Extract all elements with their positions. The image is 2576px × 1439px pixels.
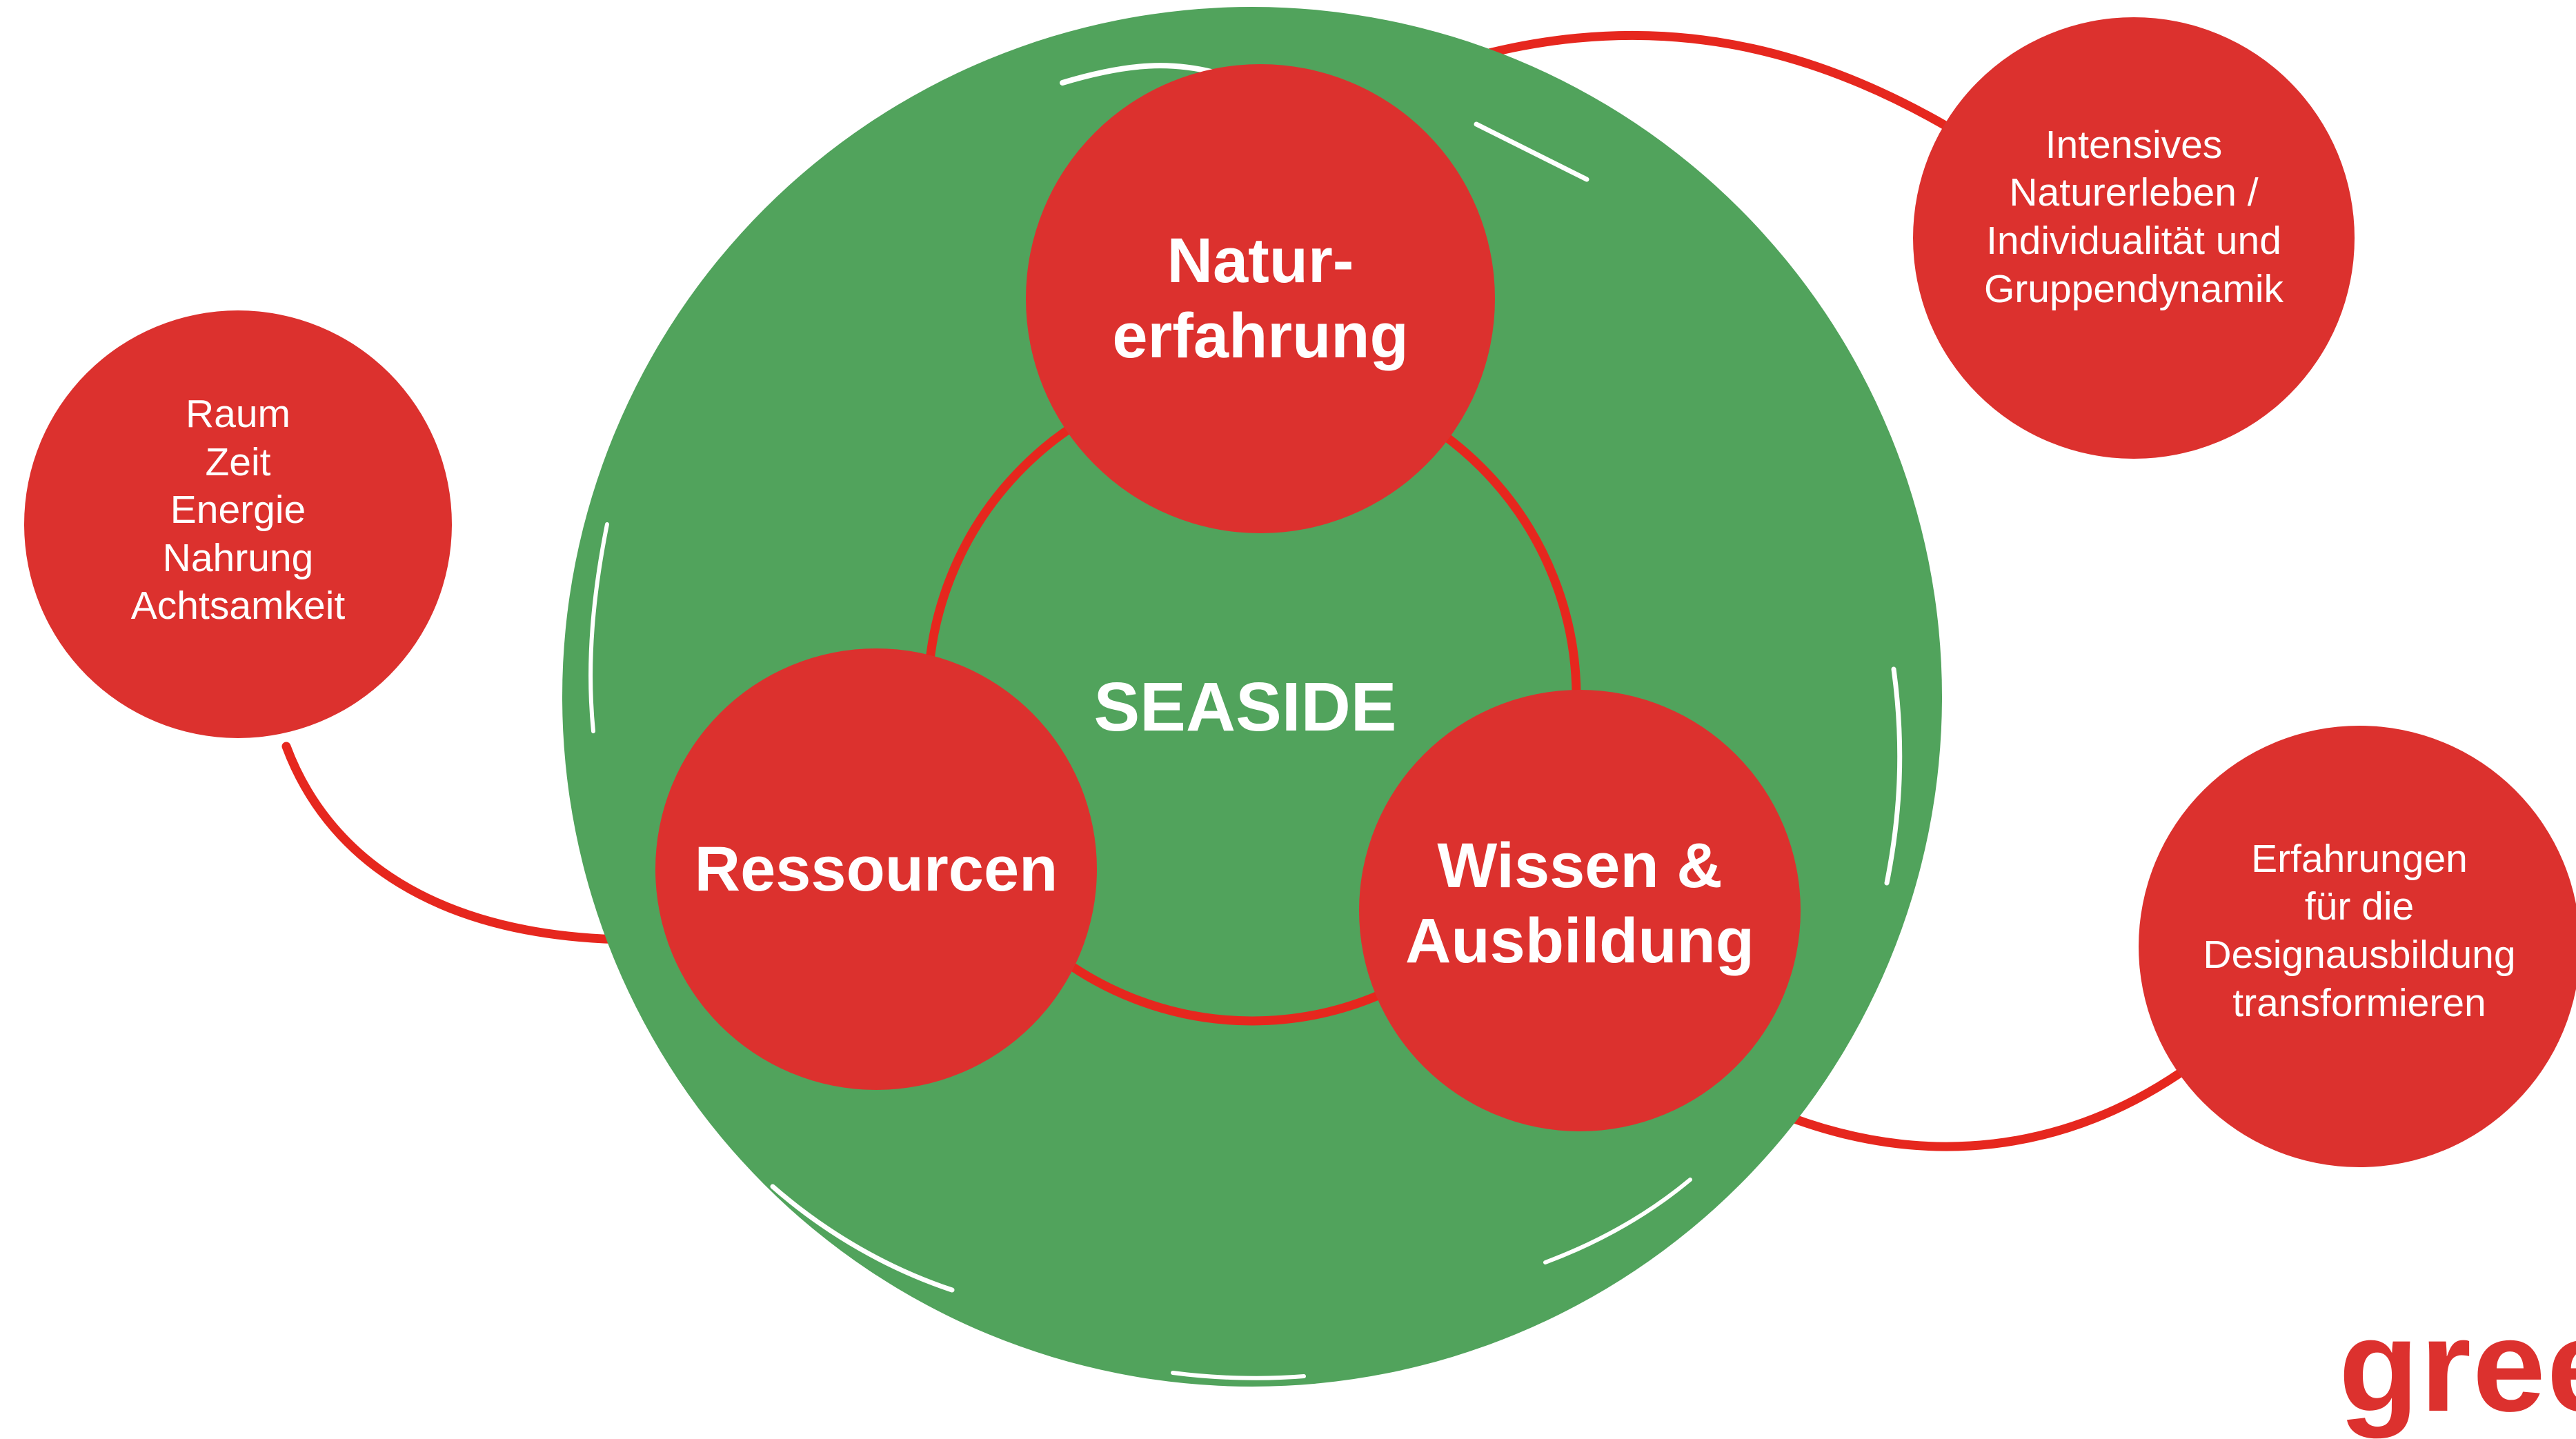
label-erfahrungen-line-3: Designausbildung <box>2203 933 2516 977</box>
label-wissen: Wissen & Ausbildung <box>1373 800 1787 1007</box>
label-raum: Raum Zeit Energie Nahrung Achtsamkeit <box>52 386 424 635</box>
label-raum-line-1: Raum <box>185 392 291 437</box>
connector-intensives <box>1451 30 1954 132</box>
label-raum-line-3: Energie <box>170 488 306 533</box>
node-raum <box>24 310 452 738</box>
center-label-text: SEASIDE <box>1093 668 1397 746</box>
label-erfahrungen: Erfahrungen für die Designausbildung tra… <box>2166 821 2553 1042</box>
label-naturerfahrung: Natur- erfahrung <box>1053 195 1467 402</box>
node-erfahrungen <box>2139 726 2576 1167</box>
label-intensives: Intensives Naturerleben / Individualität… <box>1941 107 2327 328</box>
label-intensives-line-1: Intensives <box>2045 122 2223 167</box>
diagram-graphics <box>24 7 2576 1387</box>
connector-raum <box>281 742 664 944</box>
label-intensives-line-4: Gruppendynamik <box>1983 266 2284 311</box>
label-ressourcen-line-1: Ressourcen <box>694 833 1058 904</box>
label-intensives-line-2: Naturerleben / <box>2009 170 2259 215</box>
label-raum-line-2: Zeit <box>205 439 271 484</box>
center-label: SEASIDE <box>1038 662 1452 752</box>
node-ressourcen <box>655 648 1097 1090</box>
label-wissen-line-1: Wissen & <box>1437 831 1723 902</box>
brush-strokes <box>588 63 1903 1380</box>
node-naturerfahrung <box>1026 64 1495 533</box>
label-naturerfahrung-line-1: Natur- <box>1167 226 1354 297</box>
brand-logo-text: gree <box>2339 1293 2576 1439</box>
label-wissen-line-2: Ausbildung <box>1405 906 1754 976</box>
label-raum-line-4: Nahrung <box>162 535 314 580</box>
connector-erfahrungen <box>1768 1061 2195 1151</box>
label-intensives-line-3: Individualität und <box>1986 219 2281 263</box>
label-erfahrungen-line-1: Erfahrungen <box>2251 836 2468 881</box>
label-ressourcen: Ressourcen <box>669 814 1083 924</box>
node-intensives <box>1913 17 2355 459</box>
node-wissen <box>1359 690 1801 1131</box>
label-erfahrungen-line-4: transformieren <box>2232 980 2486 1025</box>
diagram-canvas: SEASIDE Natur- erfahrung Ressourcen Wiss… <box>24 7 2576 1431</box>
label-naturerfahrung-line-2: erfahrung <box>1112 301 1409 371</box>
label-erfahrungen-line-2: für die <box>2304 884 2415 929</box>
label-raum-line-5: Achtsamkeit <box>130 584 346 628</box>
